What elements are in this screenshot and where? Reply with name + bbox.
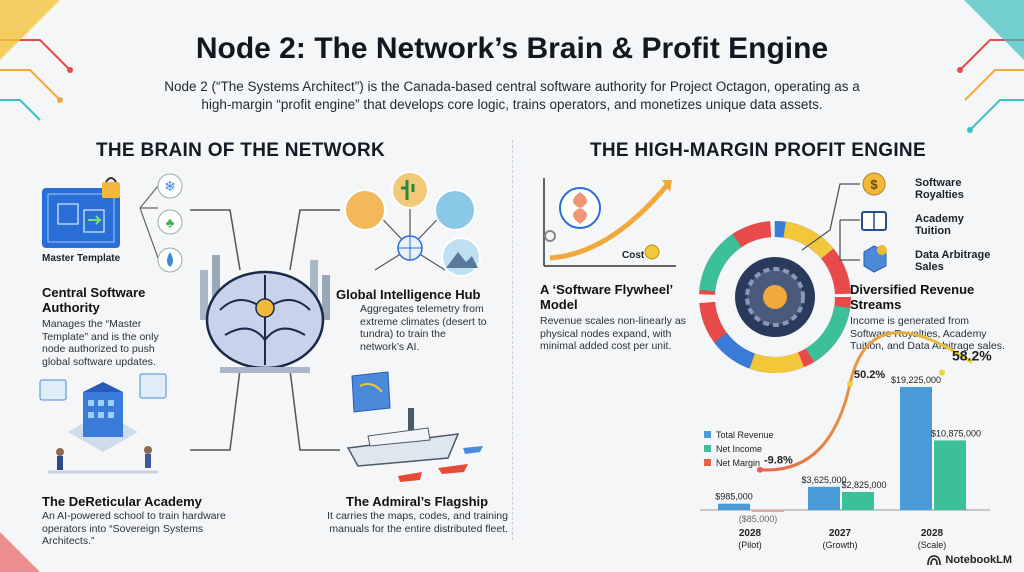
authority-title: Central Software Authority [42, 285, 146, 315]
bar-revenue-1 [808, 486, 840, 510]
svg-text:♣: ♣ [166, 215, 175, 230]
category-year-0: 2028 [739, 528, 762, 539]
mountain-icon [441, 237, 481, 277]
flywheel-text: Revenue scales non-linearly as physical … [540, 315, 686, 352]
bar-income-label-0: ($85,000) [739, 514, 778, 524]
brain-icon [190, 209, 340, 451]
legend-swatch-1 [704, 445, 711, 452]
flywheel-title: A ‘Software Flywheel’ Model [540, 282, 673, 312]
net-margin-label-2: 58.2% [952, 348, 992, 364]
right-section-heading: THE HIGH-MARGIN PROFIT ENGINE [590, 140, 926, 161]
bar-income-label-1: $2,825,000 [841, 480, 886, 490]
category-phase-2: (Scale) [918, 540, 947, 550]
flywheel-gear-icon [699, 221, 851, 373]
svg-text:$: $ [870, 177, 878, 192]
bar-revenue-0 [718, 503, 750, 510]
cost-label: Cost [622, 250, 645, 261]
net-margin-point-2 [939, 369, 945, 376]
category-year-1: 2027 [829, 528, 852, 539]
globe-hub-icon [344, 171, 476, 271]
brand-mark: NotebookLM [927, 554, 1012, 566]
master-template-label: Master Template [42, 253, 121, 264]
net-margin-point-0 [757, 466, 763, 473]
academy-text: An AI-powered school to train hardware o… [42, 510, 226, 547]
academy-building-icon [39, 373, 167, 474]
bar-income-1 [842, 491, 874, 510]
legend-label-1: Net Income [716, 444, 762, 454]
flagship-text: It carries the maps, codes, and training… [327, 510, 508, 535]
svg-text:❄: ❄ [164, 178, 176, 194]
bar-revenue-label-2: $19,225,000 [891, 375, 941, 385]
bar-revenue-label-0: $985,000 [715, 492, 753, 502]
section-divider [512, 140, 513, 540]
stream-academy-tuition: Academy Tuition [915, 213, 964, 237]
hub-text: Aggregates telemetry from extreme climat… [360, 303, 487, 353]
page-title: Node 2: The Network’s Brain & Profit Eng… [195, 32, 829, 65]
category-year-2: 2028 [921, 528, 944, 539]
hub-title: Global Intelligence Hub [336, 287, 481, 302]
legend-label-2: Net Margin [716, 458, 760, 468]
climate-icons: ❄ ♣ [139, 173, 183, 273]
category-phase-1: (Growth) [822, 540, 857, 550]
bar-income-0 [752, 510, 784, 512]
brand-label: NotebookLM [945, 554, 1012, 566]
streams-text: Income is generated from Software Royalt… [850, 315, 1005, 352]
cost-growth-icon [543, 178, 676, 267]
blueprint-icon [42, 177, 120, 248]
bar-income-2 [934, 440, 966, 510]
streams-title: Diversified Revenue Streams [850, 282, 975, 312]
bar-revenue-label-1: $3,625,000 [801, 475, 846, 485]
academy-title: The DeReticular Academy [42, 494, 202, 509]
net-margin-point-1 [847, 381, 853, 387]
page-subtitle: Node 2 (“The Systems Architect”) is the … [164, 79, 860, 112]
category-phase-0: (Pilot) [738, 540, 762, 550]
stream-connectors: $ [801, 172, 887, 273]
legend-swatch-0 [704, 431, 711, 438]
net-margin-label-1: 50.2% [854, 369, 885, 381]
left-section-heading: THE BRAIN OF THE NETWORK [96, 140, 386, 161]
stream-software-royalties: Software Royalties [915, 177, 964, 201]
legend-swatch-2 [704, 459, 711, 466]
flagship-ship-icon [346, 371, 483, 482]
flagship-title: The Admiral’s Flagship [346, 494, 489, 509]
legend-label-0: Total Revenue [716, 430, 774, 440]
bar-revenue-2 [900, 386, 932, 510]
net-margin-label-0: -9.8% [764, 455, 793, 467]
stream-data-arbitrage: Data Arbitrage Sales [915, 249, 991, 273]
notebook-logo-icon [927, 555, 942, 566]
authority-text: Manages the “Master Template” and is the… [42, 318, 159, 368]
bar-income-label-2: $10,875,000 [931, 428, 981, 438]
